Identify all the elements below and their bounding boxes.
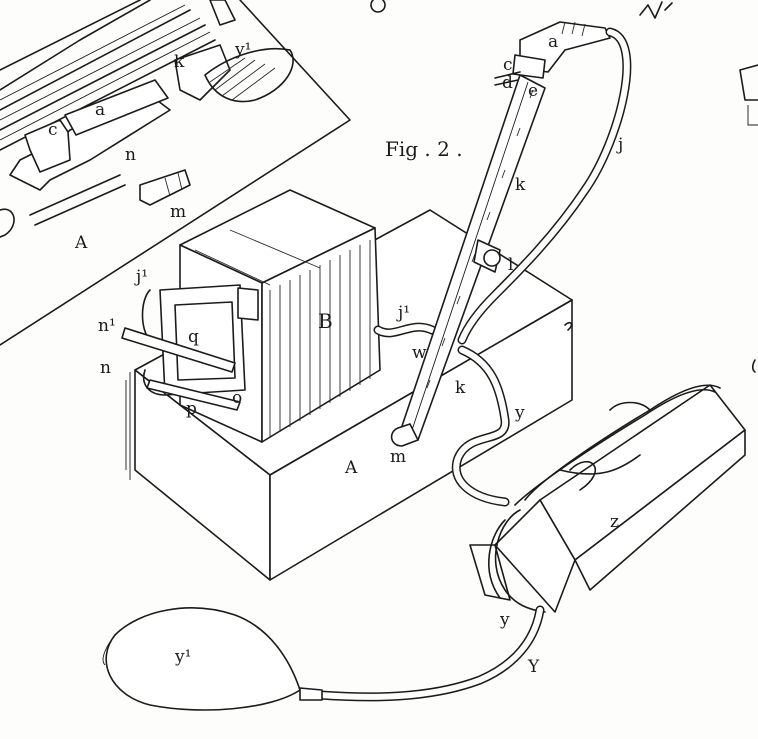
label-n-case: n: [125, 145, 136, 165]
label-B: B: [318, 309, 333, 333]
label-y1-bulb: y¹: [174, 647, 191, 667]
label-top-a: a: [548, 32, 558, 52]
label-Y: Y: [527, 657, 540, 677]
squeeze-bulb: y¹: [103, 608, 322, 710]
label-top-e: e: [528, 81, 538, 101]
label-A-case: A: [74, 233, 88, 253]
top-clamp: a c d e: [495, 22, 610, 101]
label-j1-right: j¹: [396, 303, 410, 323]
label-k-mid: k: [455, 378, 466, 398]
label-k-upper: k: [515, 175, 526, 195]
figure-caption: Fig . 2 .: [385, 137, 463, 161]
label-top-c: c: [503, 55, 513, 75]
label-c-case: c: [48, 120, 58, 140]
label-j: j: [616, 135, 623, 155]
label-n1: n¹: [98, 316, 116, 336]
label-j1-left: j¹: [134, 267, 148, 287]
label-y1-case: y¹: [234, 40, 251, 60]
label-n: n: [100, 358, 111, 378]
label-m-case: m: [170, 202, 186, 222]
edge-fragments: [640, 2, 758, 372]
label-k-case: k: [174, 52, 185, 72]
label-q: q: [188, 327, 199, 347]
label-y-bottom: y: [499, 610, 510, 630]
label-a-case: a: [95, 100, 105, 120]
label-A-base: A: [344, 458, 358, 478]
label-m-base: m: [390, 447, 406, 467]
label-z: z: [610, 512, 619, 532]
label-y-tube: y: [514, 403, 525, 423]
label-p: p: [186, 399, 197, 419]
label-o: o: [232, 388, 242, 408]
label-top-d: d: [502, 73, 513, 93]
